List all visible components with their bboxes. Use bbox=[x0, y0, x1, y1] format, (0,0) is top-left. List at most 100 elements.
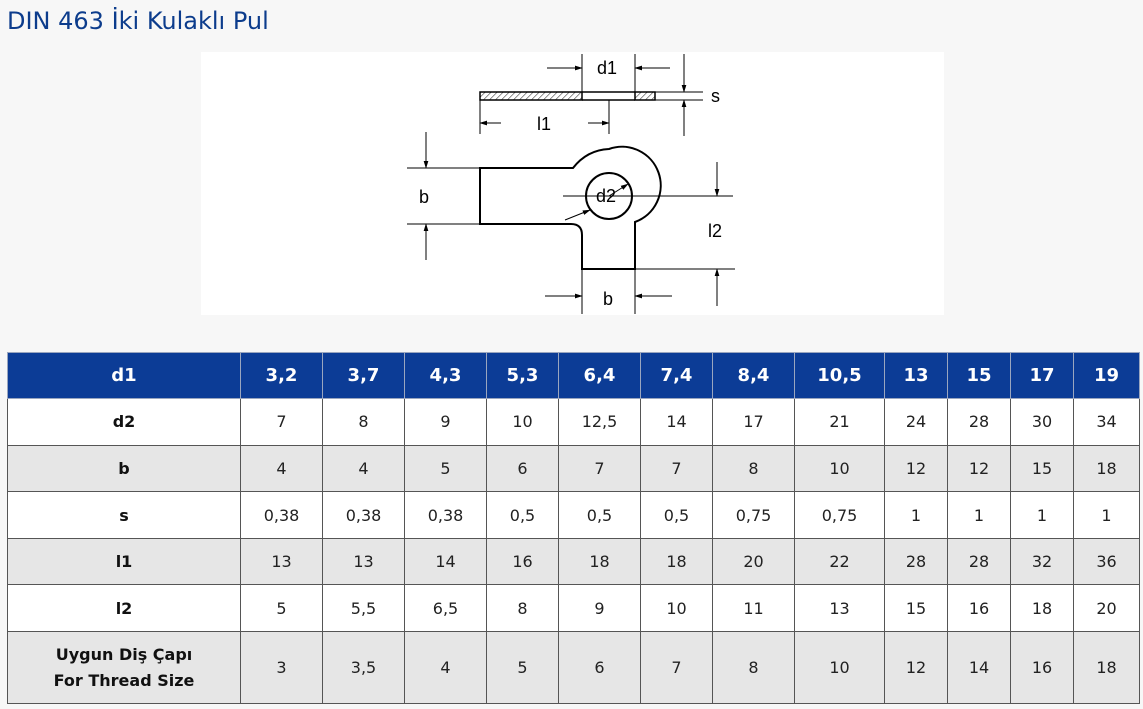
table-cell: 14 bbox=[404, 537, 487, 586]
table-cell: 21 bbox=[794, 398, 885, 446]
header-cell: 3,7 bbox=[322, 352, 405, 399]
header-cell: d1 bbox=[7, 352, 241, 399]
table-cell: 13 bbox=[794, 584, 885, 633]
table-cell: 10 bbox=[486, 398, 559, 446]
table-cell: 18 bbox=[558, 537, 641, 586]
table-cell: 12 bbox=[884, 444, 948, 493]
table-header-row: d1 3,2 3,7 4,3 5,3 6,4 7,4 8,4 10,5 13 1… bbox=[7, 352, 1140, 399]
table-cell: 20 bbox=[1073, 584, 1140, 633]
header-cell: 15 bbox=[947, 352, 1011, 399]
table-cell: 0,5 bbox=[640, 491, 713, 539]
table-cell: 10 bbox=[794, 631, 885, 704]
table-cell: 1 bbox=[1010, 491, 1074, 539]
table-cell: 18 bbox=[1073, 444, 1140, 493]
table-cell: 8 bbox=[486, 584, 559, 633]
table-cell: 15 bbox=[1010, 444, 1074, 493]
row-label-line-tr: Uygun Diş Çapı bbox=[55, 644, 193, 664]
table-cell: 1 bbox=[947, 491, 1011, 539]
row-label: l2 bbox=[7, 584, 241, 633]
table-cell: 18 bbox=[1073, 631, 1140, 704]
table-row: Uygun Diş Çapı For Thread Size 3 3,5 4 5… bbox=[7, 631, 1140, 704]
table-cell: 0,38 bbox=[404, 491, 487, 539]
row-label: l1 bbox=[7, 537, 241, 586]
washer-plan-view bbox=[407, 132, 735, 314]
table-cell: 9 bbox=[558, 584, 641, 633]
table-cell: 9 bbox=[404, 398, 487, 446]
table-cell: 5 bbox=[404, 444, 487, 493]
table-cell: 6,5 bbox=[404, 584, 487, 633]
washer-section-view bbox=[479, 54, 703, 136]
table-cell: 22 bbox=[794, 537, 885, 586]
table-cell: 0,75 bbox=[712, 491, 795, 539]
table-cell: 4 bbox=[322, 444, 405, 493]
dim-label-l1: l1 bbox=[537, 114, 551, 134]
dim-label-s: s bbox=[711, 86, 720, 106]
table-row: d2 7 8 9 10 12,5 14 17 21 24 28 30 34 bbox=[7, 398, 1140, 446]
table-cell: 0,38 bbox=[322, 491, 405, 539]
table-cell: 7 bbox=[558, 444, 641, 493]
header-cell: 13 bbox=[884, 352, 948, 399]
table-cell: 3 bbox=[240, 631, 323, 704]
header-cell: 19 bbox=[1073, 352, 1140, 399]
table-row: s 0,38 0,38 0,38 0,5 0,5 0,5 0,75 0,75 1… bbox=[7, 491, 1140, 539]
table-cell: 18 bbox=[640, 537, 713, 586]
dimension-table: d1 3,2 3,7 4,3 5,3 6,4 7,4 8,4 10,5 13 1… bbox=[7, 352, 1140, 704]
dim-label-b-bottom: b bbox=[603, 289, 613, 309]
table-cell: 11 bbox=[712, 584, 795, 633]
table-cell: 13 bbox=[240, 537, 323, 586]
table-row: l1 13 13 14 16 18 18 20 22 28 28 32 36 bbox=[7, 537, 1140, 586]
table-cell: 0,38 bbox=[240, 491, 323, 539]
table-cell: 16 bbox=[947, 584, 1011, 633]
row-label: s bbox=[7, 491, 241, 539]
table-cell: 0,75 bbox=[794, 491, 885, 539]
table-cell: 28 bbox=[884, 537, 948, 586]
table-cell: 14 bbox=[947, 631, 1011, 704]
table-cell: 7 bbox=[640, 631, 713, 704]
table-cell: 30 bbox=[1010, 398, 1074, 446]
table-cell: 8 bbox=[712, 444, 795, 493]
table-cell: 16 bbox=[1010, 631, 1074, 704]
table-cell: 18 bbox=[1010, 584, 1074, 633]
table-row: b 4 4 5 6 7 7 8 10 12 12 15 18 bbox=[7, 444, 1140, 493]
row-label: b bbox=[7, 444, 241, 493]
table-cell: 34 bbox=[1073, 398, 1140, 446]
dim-label-l2: l2 bbox=[708, 221, 722, 241]
table-cell: 24 bbox=[884, 398, 948, 446]
header-cell: 7,4 bbox=[640, 352, 713, 399]
table-cell: 28 bbox=[947, 537, 1011, 586]
header-cell: 4,3 bbox=[404, 352, 487, 399]
table-cell: 12 bbox=[947, 444, 1011, 493]
table-cell: 36 bbox=[1073, 537, 1140, 586]
table-cell: 28 bbox=[947, 398, 1011, 446]
header-cell: 3,2 bbox=[240, 352, 323, 399]
table-cell: 3,5 bbox=[322, 631, 405, 704]
dim-label-b-left: b bbox=[419, 187, 429, 207]
table-cell: 10 bbox=[640, 584, 713, 633]
header-cell: 6,4 bbox=[558, 352, 641, 399]
header-cell: 8,4 bbox=[712, 352, 795, 399]
header-cell: 5,3 bbox=[486, 352, 559, 399]
table-cell: 12,5 bbox=[558, 398, 641, 446]
table-cell: 6 bbox=[486, 444, 559, 493]
dim-label-d1: d1 bbox=[597, 58, 617, 78]
table-cell: 6 bbox=[558, 631, 641, 704]
table-cell: 0,5 bbox=[486, 491, 559, 539]
table-cell: 5,5 bbox=[322, 584, 405, 633]
table-cell: 1 bbox=[884, 491, 948, 539]
technical-drawing: d1 s l1 b d2 l2 bbox=[201, 52, 944, 315]
row-label: d2 bbox=[7, 398, 241, 446]
table-cell: 15 bbox=[884, 584, 948, 633]
row-label-line-en: For Thread Size bbox=[53, 670, 195, 690]
table-row: l2 5 5,5 6,5 8 9 10 11 13 15 16 18 20 bbox=[7, 584, 1140, 633]
table-cell: 14 bbox=[640, 398, 713, 446]
dim-label-d2: d2 bbox=[596, 186, 616, 206]
table-cell: 10 bbox=[794, 444, 885, 493]
table-cell: 0,5 bbox=[558, 491, 641, 539]
table-cell: 16 bbox=[486, 537, 559, 586]
table-cell: 5 bbox=[486, 631, 559, 704]
table-cell: 1 bbox=[1073, 491, 1140, 539]
table-cell: 17 bbox=[712, 398, 795, 446]
table-cell: 7 bbox=[240, 398, 323, 446]
table-cell: 4 bbox=[240, 444, 323, 493]
header-cell: 10,5 bbox=[794, 352, 885, 399]
